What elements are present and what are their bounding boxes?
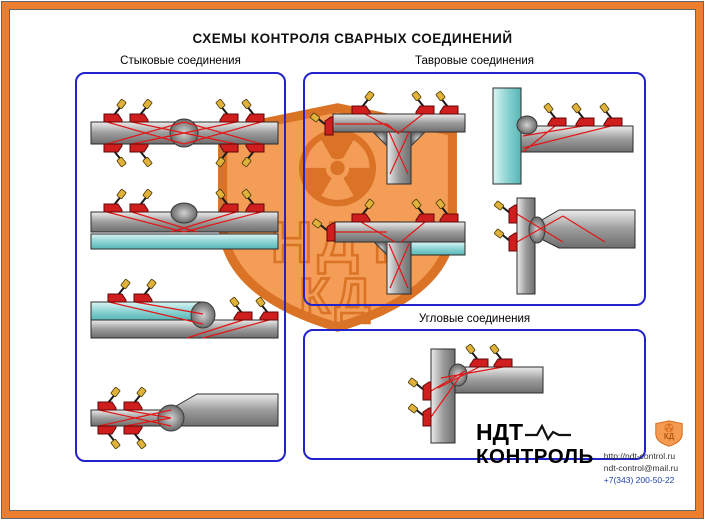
probe-icon [493,199,518,224]
probe-icon [488,343,513,368]
probe-icon [542,102,567,127]
tee-joints-label: Тавровые соединения [414,55,535,67]
tee-joints-panel [303,72,646,306]
probe-icon [133,278,158,303]
corner-joints-label: Угловые соединения [418,313,531,325]
probe-icon [228,296,253,321]
logo-text-ndt: НДТ [476,419,524,445]
tee-diagram-3 [311,198,466,295]
probe-icon [351,90,376,115]
butt-diagram-2 [90,188,279,250]
probe-icon [407,402,432,427]
butt-diagram-4 [90,386,279,450]
probe-icon [97,425,122,450]
probe-icon [123,386,148,411]
probe-icon [129,143,154,168]
butt-joints-label: Стыковые соединения [120,55,241,67]
contacts-block: КД http://ndt-control.ru ndt-control@mai… [604,420,692,486]
tee-joints-diagrams [309,87,636,295]
website-link: http://ndt-control.ru [603,451,676,461]
ndt-shield-icon: КД [655,420,683,447]
probe-icon [410,90,435,115]
watermark-monogram-bottom: КД [299,268,375,324]
phone-number: +7(343) 200-50-22 [603,475,675,485]
probe-icon [598,102,623,127]
probe-icon [254,296,279,321]
probe-icon [129,98,154,123]
probe-icon [214,188,239,213]
probe-icon [311,217,336,242]
probe-icon [107,278,132,303]
probe-icon [570,102,595,127]
probe-icon [123,425,148,450]
tee-diagram-4 [493,197,636,295]
page-title: СХЕМЫ КОНТРОЛЯ СВАРНЫХ СОЕДИНЕНИЙ [192,31,513,46]
butt-diagram-1 [90,98,279,168]
probe-icon [240,188,265,213]
butt-diagram-3 [90,278,279,339]
probe-icon [240,143,265,168]
tee-diagram-1 [309,90,466,185]
company-name: НДТ КОНТРОЛЬ [476,420,594,470]
probe-icon [464,343,489,368]
mini-shield-monogram: КД [664,432,675,441]
probe-icon [410,198,435,223]
probe-icon [103,98,128,123]
probe-icon [407,376,432,401]
company-logo-block: НДТ КОНТРОЛЬ КД http://ndt-control.ru nd… [476,420,692,486]
probe-icon [129,188,154,213]
logo-text-kontrol: КОНТРОЛЬ [476,445,594,468]
ecg-pulse-icon [525,423,572,442]
probe-icon [103,188,128,213]
probe-icon [434,90,459,115]
tee-diagram-2 [492,87,634,185]
corner-diagram [407,343,544,444]
butt-joints-diagrams [90,98,279,450]
probe-icon [240,98,265,123]
probe-icon [309,111,334,136]
probe-icon [214,98,239,123]
probe-icon [434,198,459,223]
email-link: ndt-control@mail.ru [603,463,679,473]
corner-joints-panel [303,329,646,460]
corner-joints-diagrams [407,343,544,444]
probe-icon [351,198,376,223]
butt-joints-panel [75,72,286,462]
probe-icon [97,386,122,411]
probe-icon [493,227,518,252]
probe-icon [214,143,239,168]
probe-icon [103,143,128,168]
